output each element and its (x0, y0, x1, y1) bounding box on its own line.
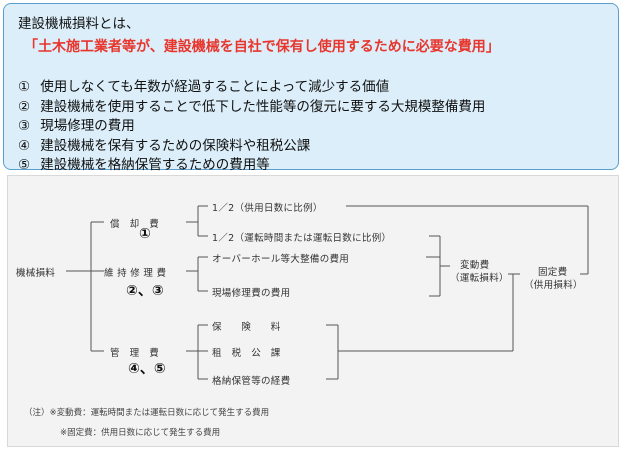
maint-item-1: オーバーホール等大整備の費用 (212, 254, 350, 265)
item-text: 建設機械を使用することで低下した性能等の復元に要する大規模整備費用 (40, 98, 486, 115)
item-number: ③ (18, 118, 31, 134)
depreciation-label: 償 却 費 (110, 219, 160, 230)
note-variable-cost: （注）※変動費：運転時間または運転日数に応じて発生する費用 (24, 408, 270, 418)
maint-item-2: 現場修理費の費用 (212, 288, 291, 299)
list-item: ③ 現場修理の費用 (18, 117, 485, 137)
root-label: 機械損料 (16, 268, 56, 279)
maintenance-ref: ②、③ (126, 283, 164, 299)
maintenance-label: 維 持 修 理 費 (104, 268, 167, 279)
dep-item-1: 1／2（供用日数に比例） (212, 203, 323, 214)
fixed-cost-sub: （供用損料） (524, 280, 583, 291)
item-number: ④ (18, 137, 31, 154)
diagram-lines (66, 205, 589, 380)
list-item: ② 建設機械を使用することで低下した性能等の復元に要する大規模整備費用 (18, 98, 485, 118)
fixed-cost-label: 固定費 (538, 267, 568, 278)
item-text: 現場修理の費用 (40, 118, 135, 134)
item-text: 建設機械を保有するための保険料や租税公課 (40, 137, 311, 154)
list-item: ① 使用しなくても年数が経過することによって減少する価値 (18, 78, 485, 98)
item-number: ⑤ (18, 157, 31, 173)
mgmt-item-2: 租 税 公 課 (212, 348, 281, 359)
item-text: 使用しなくても年数が経過することによって減少する価値 (40, 79, 390, 95)
mgmt-item-3: 格納保管等の経費 (212, 376, 291, 387)
item-number: ② (18, 98, 31, 115)
definition-box: 建設機械損料とは、 「土木施工業者等が、建設機械を自社で保有し使用するために必要… (3, 3, 619, 173)
cost-structure-diagram: 機械損料 償 却 費 ① 1／2（供用日数に比例） 1／2（運転時間または運転日… (7, 175, 619, 447)
cost-items-list: ① 使用しなくても年数が経過することによって減少する価値 ② 建設機械を使用する… (18, 78, 485, 176)
management-ref: ④、⑤ (128, 361, 166, 377)
list-item: ⑤ 建設機械を格納保管するための費用等 (18, 156, 485, 176)
headline-text: 「土木施工業者等が、建設機械を自社で保有し使用するために必要な費用」 (24, 39, 500, 55)
note-fixed-cost: ※固定費：供用日数に応じて発生する費用 (60, 428, 221, 438)
depreciation-ref: ① (139, 226, 151, 242)
item-number: ① (18, 79, 31, 95)
intro-text: 建設機械損料とは、 (18, 16, 140, 32)
management-label: 管 理 費 (110, 348, 160, 359)
mgmt-item-1: 保 険 料 (212, 322, 281, 333)
dep-item-2: 1／2（運転時間または運転日数に比例） (212, 233, 392, 244)
item-text: 建設機械を格納保管するための費用等 (40, 157, 270, 173)
variable-cost-label: 変動費 (460, 260, 490, 271)
variable-cost-sub: （運転損料） (450, 273, 509, 284)
list-item: ④ 建設機械を保有するための保険料や租税公課 (18, 137, 485, 157)
